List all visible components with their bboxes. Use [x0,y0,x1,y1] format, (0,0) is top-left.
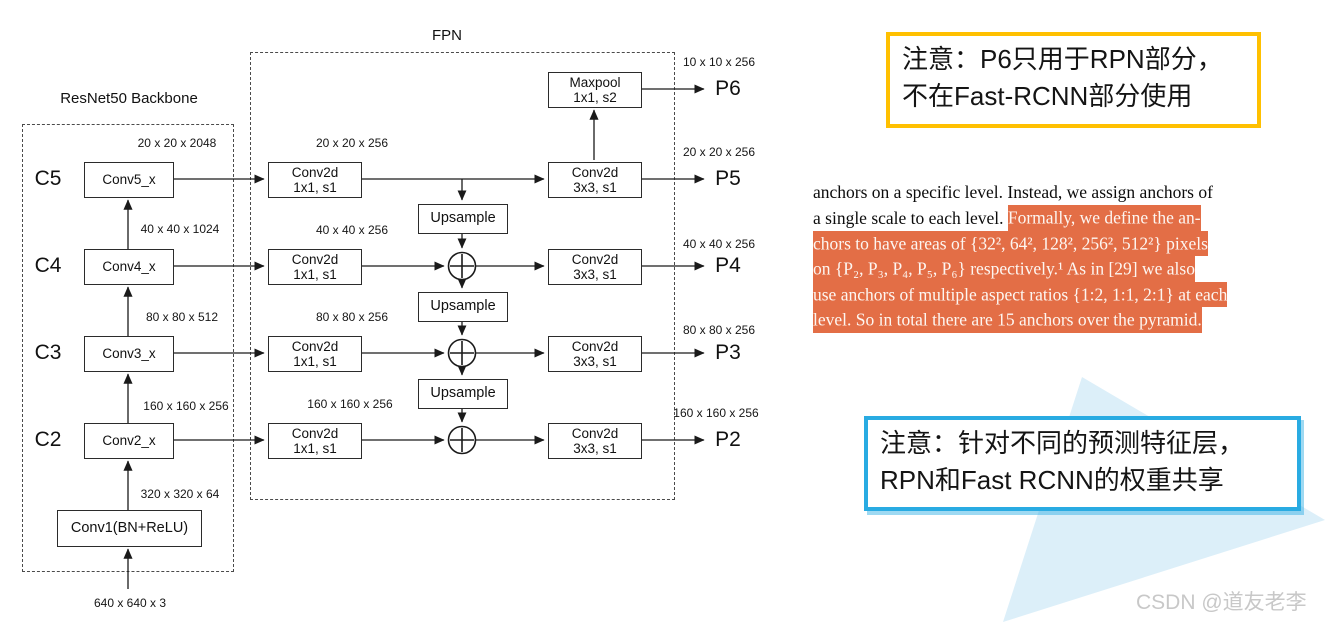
note-weights-line2: RPN和Fast RCNN的权重共享 [880,465,1224,495]
lateral-conv-line2: 1x1, s1 [293,180,337,195]
note-weights: 注意：针对不同的预测特征层， RPN和Fast RCNN的权重共享 [864,416,1301,511]
dim-p4: 40 x 40 x 256 [682,237,756,251]
fpn-title: FPN [432,27,462,44]
out-conv-line1: Conv2d [571,425,619,441]
paper-excerpt: anchors on a specific level. Instead, we… [813,180,1335,334]
output-label-p6: P6 [715,77,741,100]
dim-c4: 40 x 40 x 1024 [140,222,220,236]
dim-p3: 80 x 80 x 256 [682,323,756,337]
highlighted-text: level. So in total there are 15 anchors … [813,307,1202,333]
stage-label-c4: C4 [34,254,62,277]
out-conv-p5: Conv2d 3x3, s1 [548,162,642,198]
lateral-conv-p4: Conv2d 1x1, s1 [268,249,362,285]
note-weights-line1: 注意：针对不同的预测特征层， [880,428,1245,458]
lateral-conv-line2: 1x1, s1 [293,267,337,282]
highlighted-text: Formally, we define the an- [1007,205,1201,231]
dim-lateral-p4: 40 x 40 x 256 [315,223,389,237]
dim-input: 640 x 640 x 3 [93,596,167,610]
stage-label-c5: C5 [34,167,62,190]
stage-label-c2: C2 [34,428,62,451]
out-conv-line1: Conv2d [571,251,619,267]
dim-conv1: 320 x 320 x 64 [140,487,220,501]
dim-lateral-p5: 20 x 20 x 256 [315,136,389,150]
dim-c3: 80 x 80 x 512 [145,310,219,324]
dim-lateral-p3: 80 x 80 x 256 [315,310,389,324]
lateral-conv-p3: Conv2d 1x1, s1 [268,336,362,372]
conv4x-box: Conv4_x [84,249,174,285]
upsample-box-2: Upsample [418,292,508,322]
paper-line: anchors on a specific level. Instead, we… [813,180,1335,206]
plain-text: a single scale to each level. [813,207,1008,228]
lateral-conv-line1: Conv2d [291,251,339,267]
conv1-box: Conv1(BN+ReLU) [57,510,202,547]
lateral-conv-line2: 1x1, s1 [293,441,337,456]
maxpool-box: Maxpool 1x1, s2 [548,72,642,108]
dim-p6: 10 x 10 x 256 [682,55,756,69]
backbone-title: ResNet50 Backbone [60,90,198,107]
dim-p2: 160 x 160 x 256 [673,406,759,420]
out-conv-line1: Conv2d [571,338,619,354]
paper-line: chors to have areas of {32², 64², 128², … [813,230,1335,257]
upsample-box-3: Upsample [418,379,508,409]
out-conv-line2: 3x3, s1 [573,267,617,282]
dim-c2: 160 x 160 x 256 [143,399,229,413]
maxpool-line2: 1x1, s2 [573,90,617,105]
highlighted-text: chors to have areas of {32², 64², 128², … [813,230,1208,257]
out-conv-line2: 3x3, s1 [573,354,617,369]
out-conv-p4: Conv2d 3x3, s1 [548,249,642,285]
highlighted-text: use anchors of multiple aspect ratios {1… [813,281,1228,308]
note-p6: 注意：P6只用于RPN部分， 不在Fast-RCNN部分使用 [886,32,1261,128]
out-conv-line1: Conv2d [571,164,619,180]
plain-text: anchors on a specific level. Instead, we… [813,182,1213,202]
stage-label-c3: C3 [34,341,62,364]
watermark: CSDN @道友老李 [1136,591,1307,614]
out-conv-p3: Conv2d 3x3, s1 [548,336,642,372]
upsample-box-1: Upsample [418,204,508,234]
conv3x-box: Conv3_x [84,336,174,372]
note-p6-line2: 不在Fast-RCNN部分使用 [902,81,1193,111]
conv5x-box: Conv5_x [84,162,174,198]
lateral-conv-p5: Conv2d 1x1, s1 [268,162,362,198]
dim-lateral-p2: 160 x 160 x 256 [307,397,393,411]
dim-c5: 20 x 20 x 2048 [137,136,217,150]
lateral-conv-line1: Conv2d [291,164,339,180]
output-label-p4: P4 [715,254,741,277]
lateral-conv-p2: Conv2d 1x1, s1 [268,423,362,459]
out-conv-p2: Conv2d 3x3, s1 [548,423,642,459]
conv2x-box: Conv2_x [84,423,174,459]
lateral-conv-line1: Conv2d [291,425,339,441]
output-label-p2: P2 [715,428,741,451]
dim-p5: 20 x 20 x 256 [682,145,756,159]
output-label-p5: P5 [715,167,741,190]
out-conv-line2: 3x3, s1 [573,180,617,195]
output-label-p3: P3 [715,341,741,364]
paper-line: level. So in total there are 15 anchors … [813,307,1335,334]
highlighted-text: on {P₂, P₃, P₄, P₅, P₆} respectively.¹ A… [813,256,1195,282]
paper-line: on {P₂, P₃, P₄, P₅, P₆} respectively.¹ A… [813,256,1335,283]
lateral-conv-line2: 1x1, s1 [293,354,337,369]
note-p6-line1: 注意：P6只用于RPN部分， [902,44,1223,74]
maxpool-line1: Maxpool [569,74,621,90]
paper-line: a single scale to each level. Formally, … [813,205,1335,232]
out-conv-line2: 3x3, s1 [573,441,617,456]
paper-line: use anchors of multiple aspect ratios {1… [813,281,1335,308]
fpn-dashed-box [250,52,675,500]
lateral-conv-line1: Conv2d [291,338,339,354]
